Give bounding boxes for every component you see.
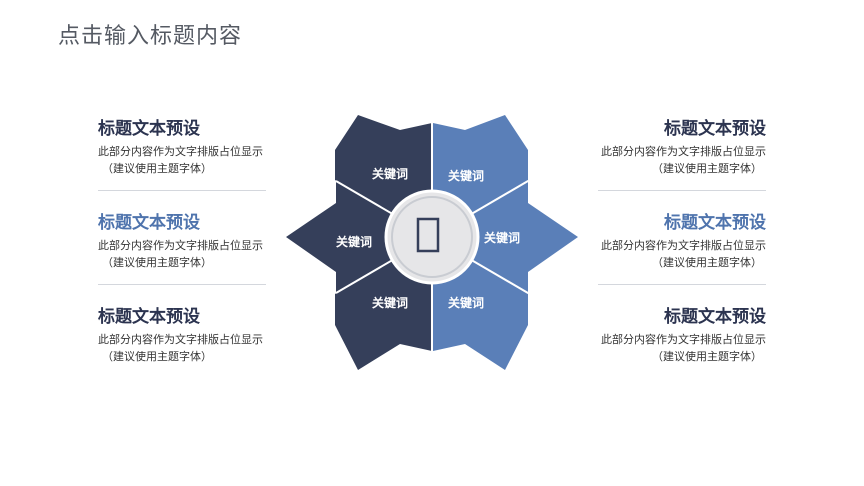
block-body-line1: 此部分内容作为文字排版占位显示 — [98, 145, 263, 158]
left-text-block-3: 标题文本预设 此部分内容作为文字排版占位显示 （建议使用主题字体） — [98, 306, 288, 365]
block-body-line2: （建议使用主题字体） — [102, 350, 212, 363]
block-body-line2: （建议使用主题字体） — [102, 256, 212, 269]
block-body-line1: 此部分内容作为文字排版占位显示 — [98, 333, 263, 346]
center-hub-ring — [391, 196, 473, 278]
block-title: 标题文本预设 — [98, 213, 200, 233]
keyword-label-bottom-left: 关键词 — [372, 295, 408, 310]
block-body-line1: 此部分内容作为文字排版占位显示 — [98, 239, 263, 252]
right-divider-2 — [598, 284, 766, 285]
left-divider-1 — [98, 190, 266, 191]
left-text-block-2: 标题文本预设 此部分内容作为文字排版占位显示 （建议使用主题字体） — [98, 212, 288, 271]
keyword-label-left: 关键词 — [336, 234, 372, 249]
block-title: 标题文本预设 — [98, 119, 200, 139]
keyword-label-right: 关键词 — [484, 230, 520, 245]
left-divider-2 — [98, 284, 266, 285]
block-body-line1: 此部分内容作为文字排版占位显示 — [601, 145, 766, 158]
block-title: 标题文本预设 — [98, 307, 200, 327]
block-title: 标题文本预设 — [664, 307, 766, 327]
slide-title: 点击输入标题内容 — [58, 24, 243, 49]
right-text-block-1: 标题文本预设 此部分内容作为文字排版占位显示 （建议使用主题字体） — [576, 118, 766, 177]
right-text-block-2: 标题文本预设 此部分内容作为文字排版占位显示 （建议使用主题字体） — [576, 212, 766, 271]
block-title: 标题文本预设 — [664, 213, 766, 233]
block-body-line2: （建议使用主题字体） — [652, 350, 762, 363]
block-body-line2: （建议使用主题字体） — [652, 162, 762, 175]
block-body-line2: （建议使用主题字体） — [102, 162, 212, 175]
arrow-segment-left — [286, 181, 432, 293]
block-title: 标题文本预设 — [664, 119, 766, 139]
right-divider-1 — [598, 190, 766, 191]
right-text-block-3: 标题文本预设 此部分内容作为文字排版占位显示 （建议使用主题字体） — [576, 306, 766, 365]
block-body-line1: 此部分内容作为文字排版占位显示 — [601, 333, 766, 346]
left-text-block-1: 标题文本预设 此部分内容作为文字排版占位显示 （建议使用主题字体） — [98, 118, 288, 177]
block-body-line1: 此部分内容作为文字排版占位显示 — [601, 239, 766, 252]
keyword-label-bottom-right: 关键词 — [448, 295, 484, 310]
rectangle-placeholder-icon — [416, 217, 440, 253]
keyword-label-top-right: 关键词 — [448, 168, 484, 183]
block-body-line2: （建议使用主题字体） — [652, 256, 762, 269]
keyword-label-top-left: 关键词 — [372, 166, 408, 181]
arrow-segment-right — [433, 181, 578, 293]
